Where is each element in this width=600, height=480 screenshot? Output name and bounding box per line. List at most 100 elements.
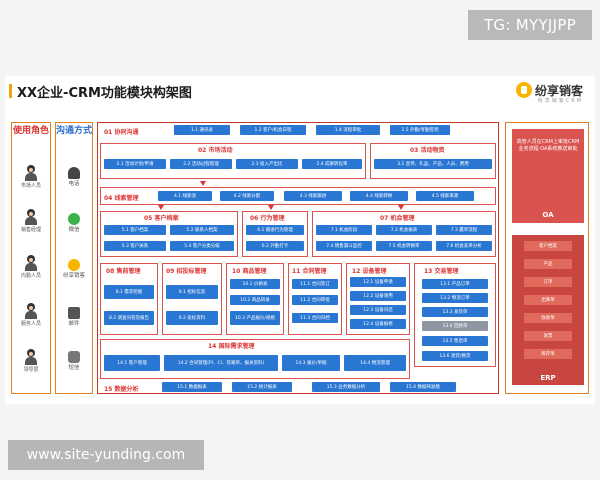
role-label: 销售经理	[20, 227, 41, 233]
module-item: 10.3 产品报价/规格	[230, 311, 280, 325]
module-04-label: 04 线索管理	[104, 195, 139, 202]
module-item: 12.1 设备申请	[350, 277, 406, 287]
erp-item: 订单	[524, 277, 572, 287]
module-item: 7.3 赢单流程	[436, 225, 492, 235]
module-item: 11.2 合同审批	[292, 295, 338, 305]
module-item: 7.1 机会阶段	[316, 225, 372, 235]
role-label: 服务人员	[20, 321, 41, 327]
module-item: 13.6 退货/换货	[422, 351, 488, 361]
oa-description: 高管人员在CRM上审批CRM业务流程 OA系统推送审批	[516, 139, 580, 152]
module-09-label: 09 招投标管理	[166, 268, 207, 275]
role-item: 销售经理	[12, 209, 50, 233]
module-item: 8.1 需求挖掘	[104, 285, 154, 299]
person-icon	[24, 255, 38, 271]
module-item: 7.5 机会转换率	[376, 241, 432, 251]
module-item: 4.4 线索转换	[350, 191, 408, 201]
architecture-slide: XX企业-CRM功能模块构架图 纷享销客 纷享销客CRM 使用角色 市场人员 销…	[5, 76, 595, 404]
logo-name: 纷享销客	[534, 83, 583, 98]
module-02-label: 02 市场活动	[198, 147, 233, 154]
flow-arrow	[268, 205, 274, 210]
person-icon	[24, 303, 38, 319]
roles-column: 使用角色 市场人员 销售经理 内勤人员 服务人员 领导层	[11, 122, 51, 394]
module-item: 12.4 设备报修	[350, 319, 406, 329]
module-item: 2.4 成果转化率	[302, 159, 362, 169]
channel-item: 短信	[56, 351, 92, 372]
module-item: 8.2 调查问卷及报告	[104, 311, 154, 325]
person-icon	[24, 209, 38, 225]
flow-arrow	[200, 181, 206, 186]
module-06-label: 06 行为管理	[250, 215, 285, 222]
module-item: 1.5 外勤/考勤签到	[390, 125, 450, 135]
role-item: 领导层	[12, 349, 50, 373]
channel-label: 纷享销客	[62, 273, 85, 279]
module-item: 13.3 发货单	[422, 307, 488, 317]
erp-item: 收款单	[524, 313, 572, 323]
module-08-label: 08 售前管理	[106, 268, 141, 275]
watermark-bottom: www.site-yunding.com	[8, 440, 204, 470]
module-15-label: 15 数据分析	[104, 386, 139, 393]
module-item: 1.2 客户/机会日程	[240, 125, 306, 135]
role-label: 内勤人员	[20, 273, 41, 279]
module-13-label: 13 交易管理	[424, 268, 459, 275]
channel-label: 电话	[68, 181, 80, 187]
module-item: 15.4 数据驾驶舱	[390, 382, 456, 392]
external-systems-panel: 高管人员在CRM上审批CRM业务流程 OA系统推送审批 OA 客户档案 产品 订…	[505, 122, 589, 394]
module-item: 14.2 合同管理(PI、CI、装箱单、报关资料)	[164, 355, 278, 371]
erp-item: 客户档案	[524, 241, 572, 251]
flow-arrow	[158, 205, 164, 210]
phone-icon	[68, 167, 80, 179]
module-item: 15.1 数据报表	[162, 382, 222, 392]
module-item: 7.2 机会报表	[376, 225, 432, 235]
module-item: 13.2 物流订单	[422, 293, 488, 303]
module-item: 5.2 联系人档案	[170, 225, 234, 235]
module-item: 13.1 产品订单	[422, 279, 488, 289]
module-07-label: 07 机会管理	[380, 215, 415, 222]
module-item: 14.4 物流管理	[344, 355, 406, 371]
slide-title: XX企业-CRM功能模块构架图	[17, 85, 192, 101]
module-item: 5.1 客户档案	[104, 225, 166, 235]
module-item: 3.1 宣传、礼品、产品、人员、费用	[374, 159, 492, 169]
roles-header: 使用角色	[12, 126, 49, 136]
channels-column: 沟通方式 电话 微信 纷享销客 邮件 短信	[55, 122, 93, 394]
module-item: 4.1 线索池	[158, 191, 212, 201]
app-icon	[68, 259, 80, 271]
erp-label: ERP	[540, 374, 556, 382]
module-item: 13.5 售后单	[422, 336, 488, 346]
module-01-label: 01 协同沟通	[104, 129, 139, 136]
oa-system-box: 高管人员在CRM上审批CRM业务流程 OA系统推送审批 OA	[512, 129, 584, 223]
module-item: 11.1 合同签订	[292, 279, 338, 289]
module-10-label: 10 商品管理	[232, 268, 267, 275]
module-item: 14.1 客户管理	[104, 355, 160, 371]
channel-item: 微信	[56, 213, 92, 234]
erp-item: 产品	[524, 259, 572, 269]
role-item: 内勤人员	[12, 255, 50, 279]
module-item: 14.3 报价/单据	[282, 355, 340, 371]
module-item: 13.4 回款单	[422, 321, 488, 331]
channel-item: 电话	[56, 167, 92, 188]
module-item: 15.3 业务数据分析	[312, 382, 380, 392]
channel-label: 短信	[68, 365, 80, 371]
module-item: 5.4 客户分类分级	[170, 241, 234, 251]
person-icon	[24, 349, 38, 365]
person-icon	[24, 165, 38, 181]
modules-panel: 01 协同沟通 1.1 通讯录 1.2 客户/机会日程 1.4 流程审批 1.5…	[97, 122, 499, 394]
module-05-label: 05 客户档案	[144, 215, 179, 222]
module-14-label: 14 国际需求管理	[208, 343, 255, 350]
module-03-label: 03 活动物资	[410, 147, 445, 154]
logo-subtitle: 纷享销客CRM	[537, 98, 583, 104]
module-item: 1.4 流程审批	[316, 125, 380, 135]
role-label: 市场人员	[20, 183, 41, 189]
module-item: 7.4 销售漏斗监控	[316, 241, 372, 251]
watermark-top: TG: MYYJJPP	[468, 10, 592, 40]
module-item: 10.1 价格表	[230, 279, 280, 289]
channel-label: 微信	[68, 227, 80, 233]
oa-label: OA	[542, 211, 554, 219]
module-item: 7.6 机会丢单分析	[436, 241, 492, 251]
module-item: 2.2 活动过程管理	[170, 159, 232, 169]
module-item: 9.1 招标信息	[166, 285, 218, 299]
role-item: 市场人员	[12, 165, 50, 189]
logo-icon	[515, 82, 532, 98]
module-item: 4.5 线索来源	[416, 191, 474, 201]
role-item: 服务人员	[12, 303, 50, 327]
module-item: 9.2 投标资料	[166, 311, 218, 325]
